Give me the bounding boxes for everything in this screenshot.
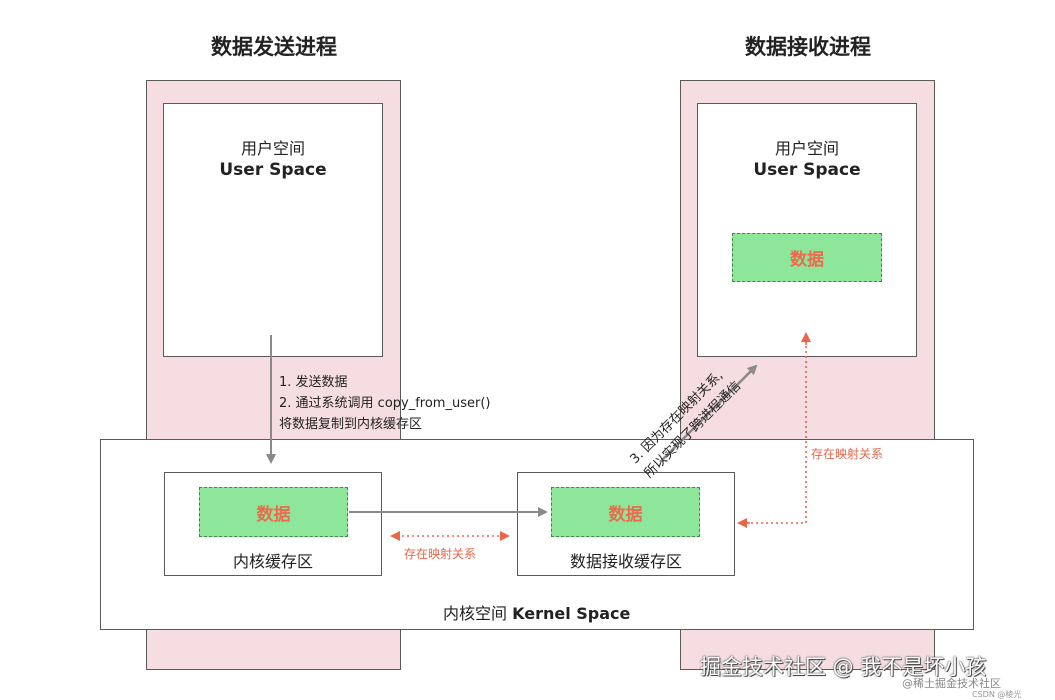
step-1-text: 1. 发送数据 [279,375,348,390]
sender-user-space-cn: 用户空间 [240,139,305,158]
receiver-user-space: 用户空间 User Space [697,103,917,357]
receive-buffer-data: 数据 [551,487,700,537]
step-2-text: 2. 通过系统调用 copy_from_user() [279,396,491,411]
kernel-buffer-data: 数据 [199,487,348,537]
receiver-user-data: 数据 [732,233,882,282]
receiver-user-space-cn: 用户空间 [774,139,839,158]
sender-user-space: 用户空间 User Space [163,103,383,357]
receiver-user-space-en: User Space [753,160,861,180]
watermark-tiny: CSDN @棱光 [972,690,1022,699]
watermark-main: 掘金技术社区 @ 我不是坏小孩 [700,655,987,679]
kernel-space-label-en: Kernel Space [512,604,631,623]
receive-buffer-label: 数据接收缓存区 [569,552,682,571]
watermark-small: @稀土掘金技术社区 [902,677,1001,690]
step-2b-text: 将数据复制到内核缓存区 [279,417,423,432]
kernel-space-label: 内核空间 Kernel Space [443,600,630,624]
user-mapping-label: 存在映射关系 [810,445,885,462]
sender-user-space-en: User Space [219,160,327,180]
buffer-mapping-label: 存在映射关系 [404,545,477,562]
kernel-buffer-label: 内核缓存区 [232,552,313,571]
kernel-space-label-cn: 内核空间 [443,604,508,623]
receiver-process-title: 数据接收进程 [745,35,871,59]
sender-process-title: 数据发送进程 [211,35,337,59]
